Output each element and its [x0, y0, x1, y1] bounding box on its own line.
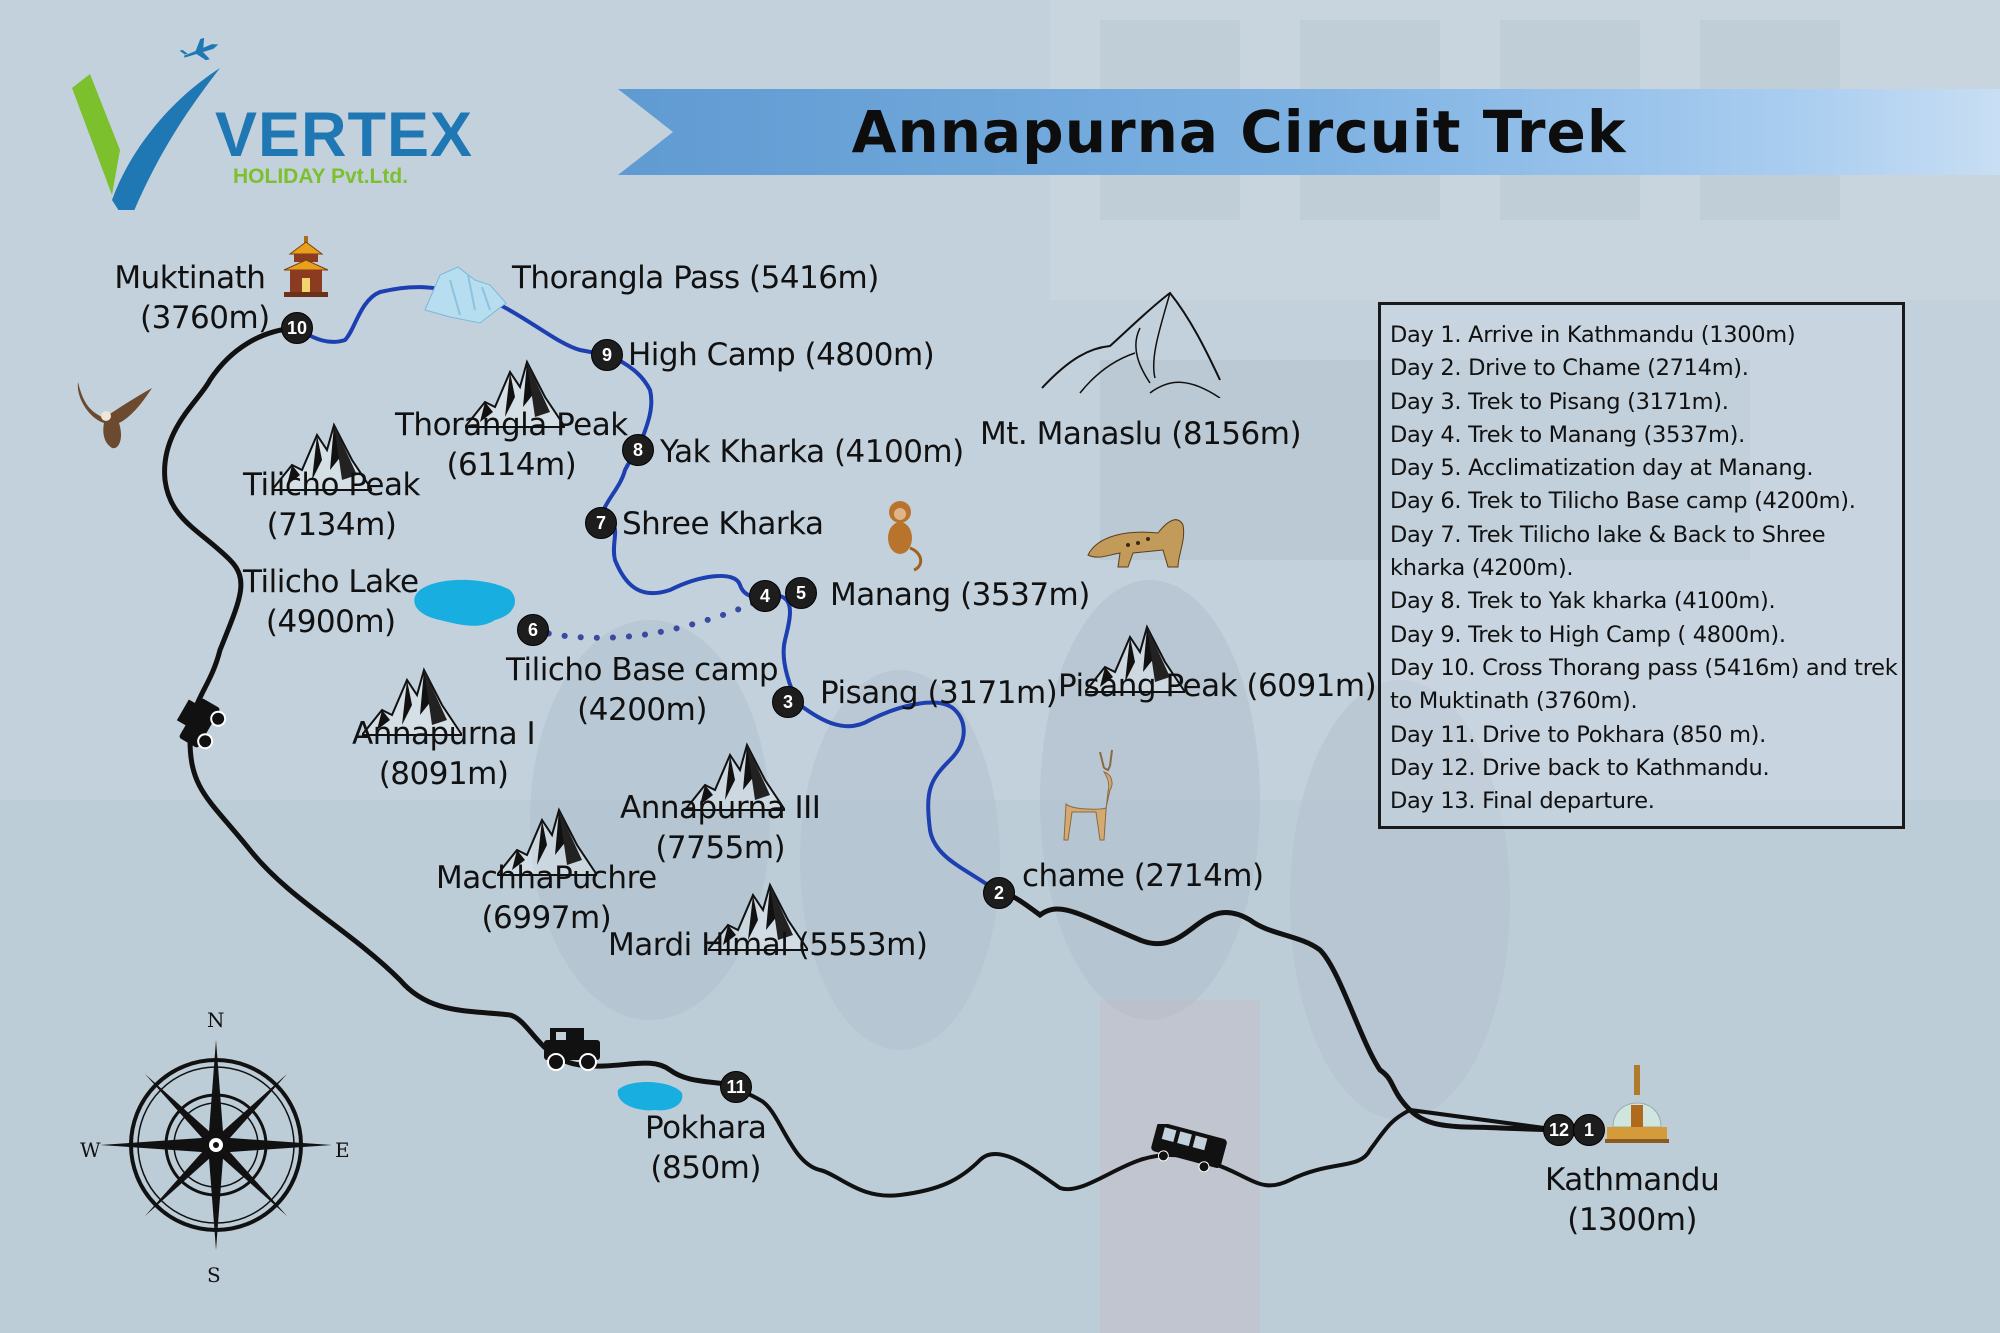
label-annapurna-1: Annapurna I(8091m): [352, 716, 536, 792]
day-marker-8: 8: [622, 434, 654, 466]
label-mardi-himal: Mardi Himal (5553m): [608, 927, 928, 963]
bus-icon: [1151, 1124, 1227, 1173]
label-machhapuchre: MachhaPuchre(6997m): [436, 860, 657, 936]
label-kathmandu: Kathmandu(1300m): [1545, 1162, 1720, 1238]
glacier-icon: [424, 266, 507, 324]
brand-name: VERTEX: [215, 100, 474, 170]
vertex-logo-mark: [72, 37, 220, 210]
jeep-icon: [176, 698, 227, 750]
day-marker-5: 5: [785, 577, 817, 609]
compass-e: E: [335, 1138, 350, 1162]
label-annapurna-3: Annapurna III(7755m): [620, 790, 821, 866]
label-pisang-peak: Pisang Peak (6091m): [1058, 668, 1377, 704]
label-pisang: Pisang (3171m): [820, 675, 1058, 711]
itinerary-line: Day 1. Arrive in Kathmandu (1300m): [1390, 322, 1796, 348]
day-marker-4: 4: [749, 580, 781, 612]
compass-rose-icon: [100, 1040, 332, 1250]
jeep-icon: [544, 1028, 600, 1071]
label-pokhara: Pokhara(850m): [645, 1110, 767, 1186]
lake-icon: [414, 579, 515, 626]
label-manaslu: Mt. Manaslu (8156m): [980, 416, 1302, 452]
eagle-icon: [77, 382, 152, 449]
brand-tagline: HOLIDAY Pvt.Ltd.: [233, 165, 409, 188]
monkey-icon: [888, 501, 923, 572]
itinerary-line: Day 12. Drive back to Kathmandu.: [1390, 754, 1770, 781]
itinerary-line: Day 9. Trek to High Camp ( 4800m).: [1390, 621, 1786, 648]
itinerary-line: Day 8. Trek to Yak kharka (4100m).: [1390, 588, 1776, 615]
itinerary-line: Day 10. Cross Thorang pass (5416m) and t…: [1390, 654, 1898, 681]
label-thorangla-peak: Thorangla Peak(6114m): [395, 407, 628, 483]
day-marker-11: 11: [720, 1071, 752, 1103]
itinerary-line: to Muktinath (3760m).: [1390, 688, 1638, 715]
itinerary-line: Day 3. Trek to Pisang (3171m).: [1390, 388, 1729, 415]
label-muktinath: Muktinath(3760m): [114, 260, 270, 336]
itinerary-line: Day 11. Drive to Pokhara (850 m).: [1390, 721, 1767, 748]
day-marker-2: 2: [983, 877, 1015, 909]
label-tilicho-base-camp: Tilicho Base camp(4200m): [506, 652, 779, 728]
compass-n: N: [207, 1008, 225, 1032]
day-marker-3: 3: [772, 686, 804, 718]
compass-s: S: [207, 1263, 221, 1287]
label-yak-kharka: Yak Kharka (4100m): [660, 434, 964, 470]
itinerary-line: kharka (4200m).: [1390, 555, 1574, 582]
drive-route-kathmandu-chame: [996, 890, 1562, 1133]
itinerary-box: Day 1. Arrive in Kathmandu (1300m) Day 2…: [1378, 302, 1905, 829]
label-tilicho-lake: Tilicho Lake(4900m): [243, 564, 419, 640]
airplane-icon: [179, 37, 219, 61]
title-banner: [618, 89, 2000, 175]
label-manang: Manang (3537m): [830, 577, 1090, 613]
label-shree-kharka: Shree Kharka: [622, 506, 824, 542]
deer-icon: [1063, 749, 1113, 841]
day-marker-10: 10: [281, 312, 313, 344]
side-trip-tilicho: [530, 597, 763, 641]
day-marker-7: 7: [585, 507, 617, 539]
snow-leopard-icon: [1087, 519, 1185, 568]
drive-route-pokhara-muktinath: [162, 325, 739, 1090]
itinerary-line: Day 6. Trek to Tilicho Base camp (4200m)…: [1390, 488, 1856, 515]
day-marker-6: 6: [517, 614, 549, 646]
day-marker-9: 9: [591, 339, 623, 371]
label-chame: chame (2714m): [1022, 858, 1264, 894]
day-marker-1: 1: [1573, 1114, 1605, 1146]
itinerary-line: Day 7. Trek Tilicho lake & Back to Shree: [1390, 521, 1826, 548]
stupa-icon: [1605, 1065, 1669, 1143]
itinerary-line: Day 4. Trek to Manang (3537m).: [1390, 421, 1745, 448]
itinerary-line: Day 13. Final departure.: [1390, 788, 1655, 815]
manaslu-mountain-icon: [1041, 291, 1221, 398]
itinerary-line: Day 2. Drive to Chame (2714m).: [1390, 355, 1749, 382]
label-tilicho-peak: Tilicho Peak(7134m): [243, 467, 420, 543]
label-high-camp: High Camp (4800m): [628, 337, 935, 373]
drive-route-kathmandu-pokhara: [734, 1085, 1561, 1198]
itinerary-line: Day 5. Acclimatization day at Manang.: [1390, 455, 1814, 482]
temple-icon: [283, 236, 329, 297]
lake-icon: [617, 1082, 683, 1111]
label-thorangla-pass: Thorangla Pass (5416m): [512, 260, 879, 296]
page-title: Annapurna Circuit Trek: [851, 98, 1627, 166]
compass-w: W: [80, 1138, 101, 1162]
day-marker-12: 12: [1543, 1114, 1575, 1146]
